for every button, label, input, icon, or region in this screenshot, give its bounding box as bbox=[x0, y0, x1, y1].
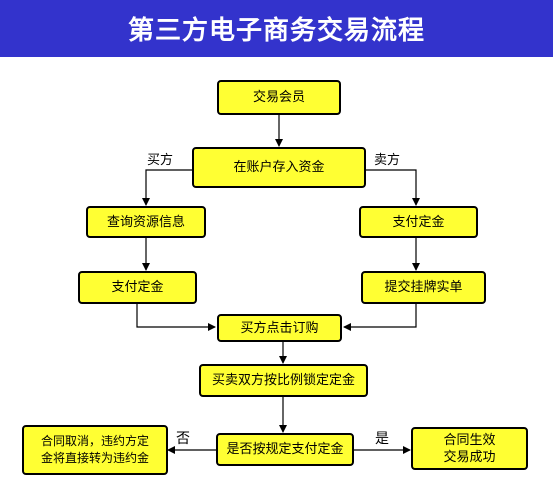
node-success: 合同生效 交易成功 bbox=[411, 427, 528, 470]
branch-label-buyer: 买方 bbox=[147, 153, 174, 168]
node-order-label: 买方点击订购 bbox=[240, 320, 319, 336]
node-deposit: 在账户存入资金 bbox=[192, 147, 366, 188]
node-decision-label: 是否按规定支付定金 bbox=[226, 442, 344, 457]
node-success-line2: 交易成功 bbox=[443, 449, 496, 465]
node-decision: 是否按规定支付定金 bbox=[216, 433, 354, 466]
node-order: 买方点击订购 bbox=[217, 314, 342, 342]
node-listing-label: 提交挂牌实单 bbox=[384, 280, 463, 295]
node-cancel-line1: 合同取消，违约方定 bbox=[40, 434, 149, 448]
node-buyer-pay-label: 支付定金 bbox=[111, 280, 164, 295]
node-seller-pay: 支付定金 bbox=[359, 206, 478, 238]
branch-label-seller: 卖方 bbox=[374, 153, 401, 168]
node-query-label: 查询资源信息 bbox=[106, 214, 185, 230]
arrow-buyer-pay-to-order bbox=[136, 304, 216, 331]
node-cancel-line2: 金将直接转为违约金 bbox=[40, 451, 149, 465]
title-banner: 第三方电子商务交易流程 bbox=[0, 0, 553, 57]
node-listing: 提交挂牌实单 bbox=[361, 271, 486, 304]
node-member: 交易会员 bbox=[217, 80, 341, 115]
arrow-listing-to-order bbox=[343, 304, 417, 331]
arrow-deposit-to-query bbox=[142, 169, 192, 206]
node-deposit-label: 在账户存入资金 bbox=[233, 160, 325, 175]
branch-label-yes: 是 bbox=[375, 431, 389, 447]
node-query: 查询资源信息 bbox=[86, 206, 206, 238]
branch-label-no: 否 bbox=[176, 431, 190, 447]
page-title: 第三方电子商务交易流程 bbox=[127, 16, 425, 46]
node-seller-pay-label: 支付定金 bbox=[392, 214, 445, 230]
node-buyer-pay: 支付定金 bbox=[78, 271, 197, 304]
arrow-deposit-to-seller-pay bbox=[366, 169, 420, 206]
node-cancel: 合同取消，违约方定 金将直接转为违约金 bbox=[22, 425, 168, 475]
node-success-line1: 合同生效 bbox=[443, 432, 496, 448]
node-member-label: 交易会员 bbox=[252, 90, 305, 105]
node-lock-label: 买卖双方按比例锁定定金 bbox=[211, 373, 355, 388]
node-lock: 买卖双方按比例锁定定金 bbox=[199, 364, 368, 397]
